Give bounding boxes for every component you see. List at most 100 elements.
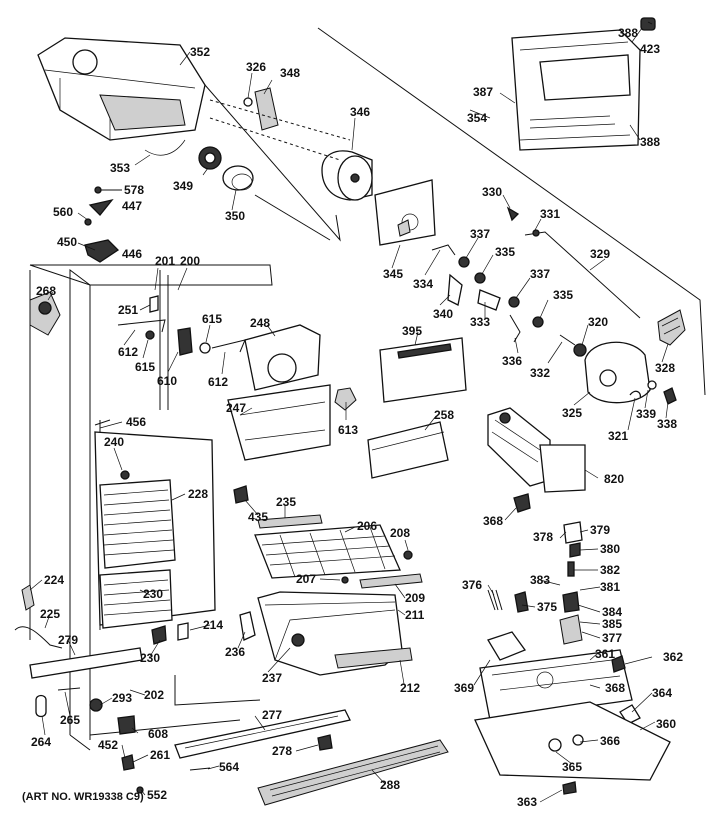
callout-349: 349: [173, 179, 193, 193]
callout-383: 383: [530, 573, 550, 587]
compressor-area-360: [474, 631, 671, 795]
small-parts-447-446: [84, 186, 122, 263]
callout-236: 236: [225, 645, 245, 659]
callout-235: 235: [276, 495, 296, 509]
callout-608: 608: [148, 727, 168, 741]
shelf-206: [254, 514, 423, 589]
control-board-395: [379, 337, 467, 403]
callout-578: 578: [124, 183, 144, 197]
callout-377: 377: [602, 631, 622, 645]
dispenser-door-387: [511, 17, 656, 151]
leader-lines: [29, 21, 669, 803]
callout-277: 277: [262, 708, 282, 722]
callout-360: 360: [656, 717, 676, 731]
part-326-348: [243, 87, 279, 131]
callout-361: 361: [595, 647, 615, 661]
callout-331: 331: [540, 207, 560, 221]
callout-388b: 388: [640, 135, 660, 149]
callout-354: 354: [467, 111, 487, 125]
callout-381: 381: [600, 580, 620, 594]
ice-bucket-352: [37, 37, 206, 156]
callout-435: 435: [248, 510, 268, 524]
callout-268: 268: [36, 284, 56, 298]
art-number: (ART NO. WR19338 C9): [22, 791, 144, 803]
callout-615a: 615: [202, 312, 222, 326]
callout-385: 385: [602, 617, 622, 631]
callout-336: 336: [502, 354, 522, 368]
clip-435: [233, 485, 249, 504]
callout-353: 353: [110, 161, 130, 175]
callout-237: 237: [262, 671, 282, 685]
callout-320: 320: [588, 315, 608, 329]
lower-left-parts: [35, 687, 144, 794]
water-valve-group: [487, 493, 583, 645]
callout-368a: 368: [483, 514, 503, 528]
callout-230b: 230: [140, 651, 160, 665]
callout-201: 201: [155, 254, 175, 268]
callout-366: 366: [600, 734, 620, 748]
callout-230a: 230: [143, 587, 163, 601]
brackets-612-615: [117, 295, 246, 356]
callout-326: 326: [246, 60, 266, 74]
feeler-arm-329: [506, 206, 641, 319]
callout-247: 247: [226, 401, 246, 415]
callout-265: 265: [60, 713, 80, 727]
callout-335a: 335: [495, 245, 515, 259]
callout-293: 293: [112, 691, 132, 705]
callout-330: 330: [482, 185, 502, 199]
evaporator-228: [94, 431, 216, 629]
callout-380: 380: [600, 542, 620, 556]
callout-224: 224: [44, 573, 64, 587]
callout-348: 348: [280, 66, 300, 80]
callout-450: 450: [57, 235, 77, 249]
callout-225: 225: [40, 607, 60, 621]
bin-211: [257, 591, 413, 676]
icemaker-820: [487, 407, 586, 493]
light-socket-268: [29, 291, 61, 336]
callout-613: 613: [338, 423, 358, 437]
callout-211: 211: [405, 608, 425, 622]
callout-200: 200: [180, 254, 200, 268]
callout-352: 352: [190, 45, 210, 59]
callout-208: 208: [390, 526, 410, 540]
cabinet-outline: [29, 27, 706, 751]
callout-456: 456: [126, 415, 146, 429]
callout-334: 334: [413, 277, 433, 291]
callout-278: 278: [272, 744, 292, 758]
callout-560: 560: [53, 205, 73, 219]
callout-387: 387: [473, 85, 493, 99]
callout-382: 382: [600, 563, 620, 577]
callout-240: 240: [104, 435, 124, 449]
callout-248: 248: [250, 316, 270, 330]
air-duct-247: [227, 324, 357, 461]
callout-279: 279: [58, 633, 78, 647]
callout-446: 446: [122, 247, 142, 261]
callout-264: 264: [31, 735, 51, 749]
callout-447: 447: [122, 199, 142, 213]
callout-369: 369: [454, 681, 474, 695]
grille-288: [174, 709, 449, 806]
callout-333: 333: [470, 315, 490, 329]
callout-261: 261: [150, 748, 170, 762]
callout-376: 376: [462, 578, 482, 592]
callout-388a: 388: [618, 26, 638, 40]
callout-612b: 612: [208, 375, 228, 389]
callout-288: 288: [380, 778, 400, 792]
callout-337b: 337: [530, 267, 550, 281]
callout-258: 258: [434, 408, 454, 422]
callout-207: 207: [296, 572, 316, 586]
callout-214: 214: [203, 618, 223, 632]
icemaker-mechanism-325: [573, 309, 686, 405]
linkage-parts: [431, 244, 576, 346]
callout-209: 209: [405, 591, 425, 605]
callout-340: 340: [433, 307, 453, 321]
callout-325: 325: [562, 406, 582, 420]
callout-332: 332: [530, 366, 550, 380]
callout-375: 375: [537, 600, 557, 614]
callout-329: 329: [590, 247, 610, 261]
lower-brackets: [89, 611, 256, 712]
callout-212: 212: [400, 681, 420, 695]
callout-423: 423: [640, 42, 660, 56]
callout-350: 350: [225, 209, 245, 223]
